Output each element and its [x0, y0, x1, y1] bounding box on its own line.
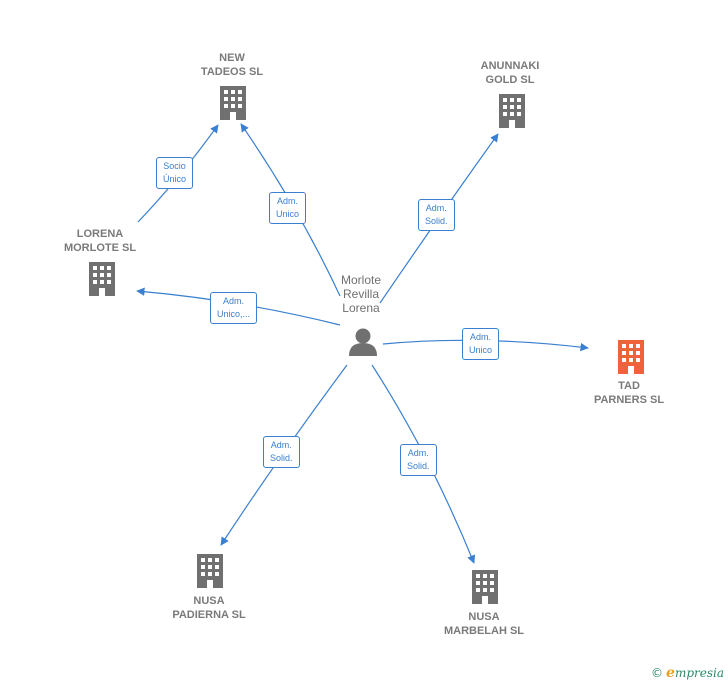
building-icon-anunnaki[interactable] — [499, 94, 525, 128]
company-label-nusa-marbelah[interactable]: NUSA MARBELAH SL — [443, 611, 525, 637]
building-icon-nusa-marbelah[interactable] — [472, 570, 498, 604]
empresia-logo: ©empresia — [651, 665, 724, 681]
building-icon-tad-parners[interactable] — [618, 340, 644, 374]
company-label-new-tadeos[interactable]: NEW TADEOS SL — [200, 52, 264, 78]
company-label-nusa-padierna[interactable]: NUSA PADIERNA SL — [172, 595, 246, 621]
relation-badge-new-tadeos[interactable]: Adm. Unico — [269, 192, 307, 224]
company-label-lorena-morlote[interactable]: LORENA MORLOTE SL — [63, 228, 137, 254]
company-label-anunnaki[interactable]: ANUNNAKI GOLD SL — [480, 60, 540, 86]
brand-initial: e — [666, 665, 675, 681]
relation-badge-tad-parners[interactable]: Adm. Unico — [462, 328, 500, 360]
building-icon-new-tadeos[interactable] — [220, 86, 246, 120]
person-icon[interactable] — [349, 328, 377, 357]
relation-badge-lorena-morlote[interactable]: Adm. Unico,... — [210, 292, 258, 324]
relation-badge-nusa-marbelah[interactable]: Adm. Solid. — [400, 444, 437, 476]
relation-badge-nusa-padierna[interactable]: Adm. Solid. — [263, 436, 300, 468]
brand-name: mpresia — [674, 666, 724, 680]
relation-badge-anunnaki[interactable]: Adm. Solid. — [418, 199, 455, 231]
relation-badge-socio-unico[interactable]: Socio Único — [156, 157, 194, 189]
building-icon-nusa-padierna[interactable] — [197, 554, 223, 588]
copyright-symbol: © — [651, 666, 664, 680]
company-label-tad-parners[interactable]: TAD PARNERS SL — [593, 380, 665, 406]
building-icon-lorena-morlote[interactable] — [89, 262, 115, 296]
person-name-label[interactable]: Morlote Revilla Lorena — [340, 273, 382, 315]
